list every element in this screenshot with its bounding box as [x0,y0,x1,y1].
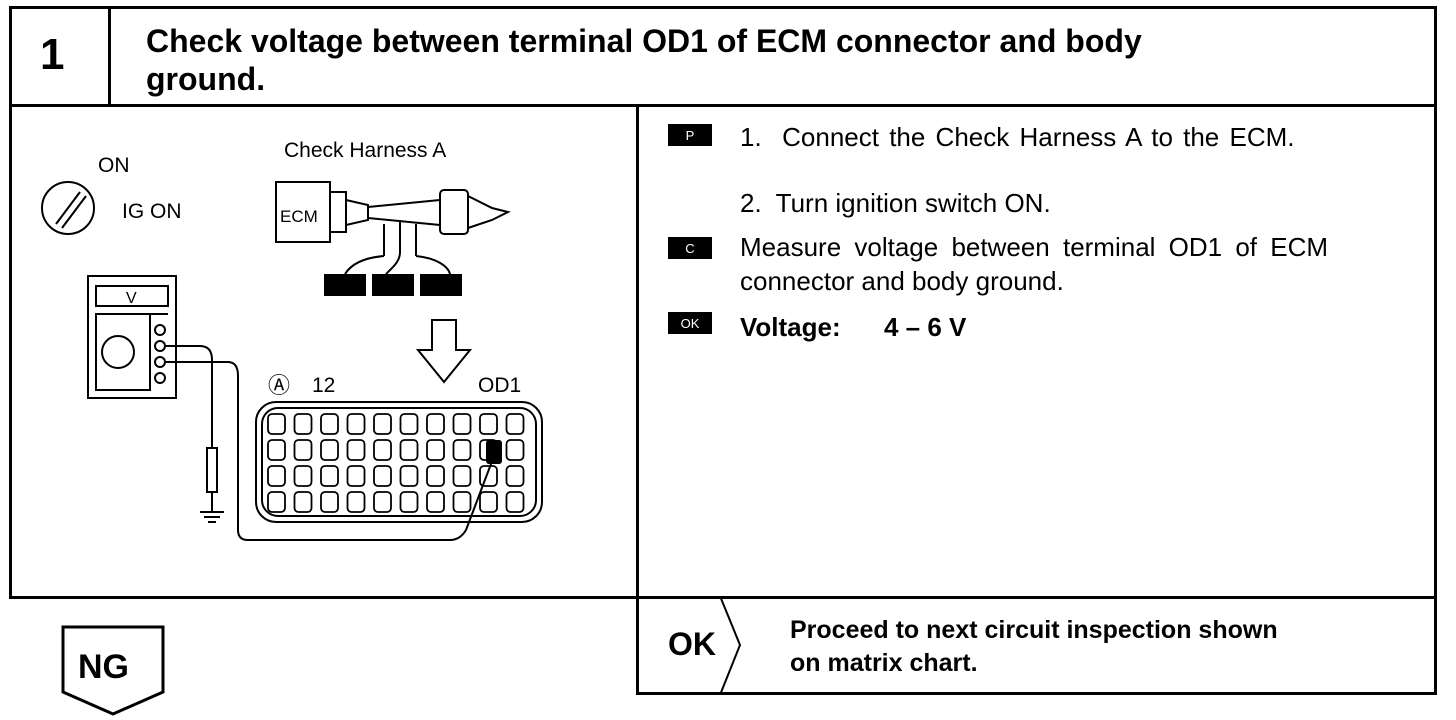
connector-pin [479,413,498,435]
connector-pin [479,465,498,487]
harness-connectors-icon [324,274,462,296]
step-title: Check voltage between terminal OD1 of EC… [146,22,1142,98]
connector-pin [399,465,419,487]
connector-pin [505,413,525,435]
step-title-line2: ground. [146,61,266,97]
connector-pin [399,491,419,513]
ok-result-box [636,596,1437,695]
voltmeter-icon [87,275,177,399]
connector-pin [346,413,366,435]
ecm-connector-icon [255,401,543,523]
ng-result-label: NG [78,648,129,686]
connector-pin [293,465,313,487]
connector-pin [320,491,339,513]
ok-result-divider [719,596,742,695]
connector-pin [267,413,286,435]
connector-pin [346,491,366,513]
step2-text: 2. Turn ignition switch ON. [740,188,1051,218]
connector-pin [346,465,366,487]
connector-pin [505,491,525,513]
p-tag: P [668,124,712,146]
connector-pin [346,439,366,461]
connector-pin [505,465,525,487]
connector-pin [320,465,339,487]
connector-pin [452,491,472,513]
ok-result-label: OK [668,626,716,662]
measure-text-line2: connector and body ground. [740,266,1064,296]
ok-result-text-line1: Proceed to next circuit inspection shown [790,616,1278,644]
connector-pin [267,491,286,513]
ok-tag: OK [668,312,712,334]
down-arrow-icon [415,319,473,384]
connector-pin [399,413,419,435]
ok-result-text-line2: on matrix chart. [790,649,978,677]
od1-probe-tip [486,440,502,464]
connector-pin [320,413,339,435]
ecm-label: ECM [280,207,318,226]
meter-label: V [126,290,137,307]
step-number: 1 [40,30,65,79]
connector-pin [505,439,525,461]
voltage-value: 4 – 6 V [884,312,967,342]
connector-pin [426,465,445,487]
step-title-line1: Check voltage between terminal OD1 of EC… [146,23,1142,59]
c-tag: C [668,237,712,259]
connector-pin [426,413,445,435]
check-harness-icon [275,181,511,275]
voltage-label: Voltage: [740,312,841,342]
probe-leads [165,345,495,541]
connector-pin [452,439,472,461]
panel-divider [636,104,639,599]
connector-marker: Ⓐ [268,374,290,399]
switch-ig-label: IG ON [122,200,182,223]
pin-left-label: 12 [312,374,335,397]
ground-icon [200,511,224,523]
ignition-switch-icon [41,181,95,235]
connector-pin [373,439,392,461]
connector-pin [320,439,339,461]
wiring-diagram: ON IG ON Check Harness A ECM V [41,139,543,541]
connector-pin [452,465,472,487]
connector-pin [479,491,498,513]
connector-pin [373,413,392,435]
connector-pin [267,439,286,461]
connector-pin [373,465,392,487]
step-number-divider [108,6,111,107]
pin-right-label: OD1 [478,374,521,397]
ng-result-shape [61,625,165,716]
connector-pin [293,491,313,513]
harness-label: Check Harness A [284,139,446,162]
connector-pin [426,439,445,461]
measure-text-line1: Measure voltage between terminal OD1 of … [740,232,1329,262]
ok-result-text: Proceed to next circuit inspection shown… [790,614,1278,680]
connector-pin [426,491,445,513]
connector-pin [293,439,313,461]
connector-pins [267,413,525,513]
connector-pin [452,413,472,435]
connector-pin [267,465,286,487]
connector-pin [373,491,392,513]
switch-on-label: ON [98,154,130,177]
connector-pin [399,439,419,461]
step1-text: 1. Connect the Check Harness A to the EC… [740,122,1295,152]
connector-pin [293,413,313,435]
main-panel [9,104,1437,599]
